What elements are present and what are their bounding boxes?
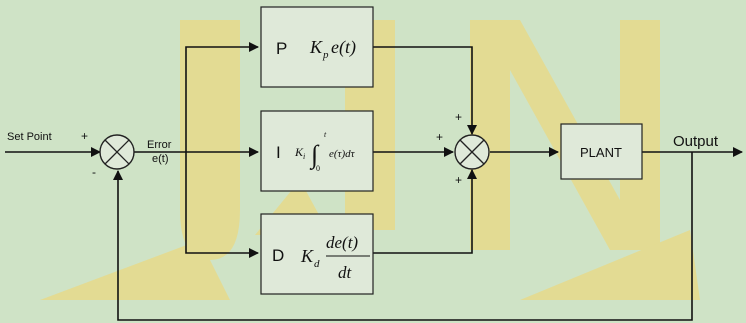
d-term-sub: d <box>314 258 320 270</box>
summing-junction-1 <box>99 134 135 170</box>
d-term-k: K <box>300 246 314 266</box>
sum2-top-plus: + <box>455 110 462 124</box>
i-term-sub: i <box>303 152 305 161</box>
summing-junction-2 <box>454 134 490 170</box>
i-lower-limit: 0 <box>316 164 320 173</box>
sum1-plus: + <box>81 129 88 143</box>
sum1-minus: - <box>92 165 96 179</box>
error-to-d-wire <box>185 152 259 258</box>
d-block: D K d de(t) dt <box>260 213 374 295</box>
i-term-k: K <box>294 145 304 159</box>
error-signal-label: e(t) <box>152 153 169 165</box>
p-block: P K p e(t) <box>260 6 374 88</box>
i-block-letter: I <box>276 143 281 162</box>
i-block: I K i ∫ t 0 e(τ)dτ <box>260 110 374 192</box>
sum2-left-plus: + <box>436 130 443 144</box>
p-term-sub: p <box>322 49 329 61</box>
integral-sign: ∫ <box>309 140 320 170</box>
p-term-expr: e(t) <box>331 37 356 58</box>
d-fraction-num: de(t) <box>326 233 358 252</box>
plant-label: PLANT <box>580 145 622 160</box>
plant-block: PLANT <box>560 123 643 180</box>
p-term-k: K <box>309 37 323 57</box>
sum2-bottom-plus: + <box>455 173 462 187</box>
output-label: Output <box>673 133 719 150</box>
error-label: Error <box>147 139 172 151</box>
p-block-letter: P <box>276 39 287 58</box>
d-fraction-den: dt <box>338 263 353 282</box>
d-to-sum-wire <box>373 169 477 254</box>
p-to-sum-wire <box>373 46 477 135</box>
error-to-p-wire <box>185 42 259 152</box>
feedback-wire <box>113 152 693 321</box>
i-upper-limit: t <box>324 130 327 139</box>
i-integrand: e(τ)dτ <box>329 148 356 160</box>
d-block-letter: D <box>272 246 284 265</box>
set-point-label: Set Point <box>7 131 52 143</box>
